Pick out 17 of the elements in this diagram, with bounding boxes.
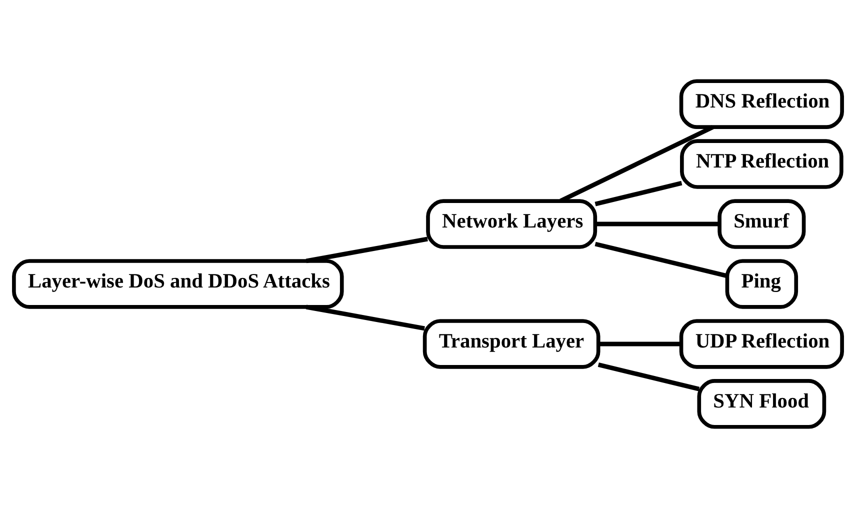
node-box: UDP Reflection bbox=[679, 318, 844, 368]
node-box: DNS Reflection bbox=[679, 78, 844, 128]
node-box: Ping bbox=[725, 258, 798, 308]
connector bbox=[594, 180, 682, 206]
connector bbox=[594, 241, 728, 278]
connector bbox=[306, 304, 425, 330]
connector bbox=[560, 124, 714, 202]
connector bbox=[595, 221, 720, 226]
node-box: Network Layers bbox=[426, 198, 598, 248]
node-box: Layer-wise DoS and DDoS Attacks bbox=[12, 258, 344, 308]
node-box: SYN Flood bbox=[697, 378, 826, 428]
connector bbox=[306, 236, 428, 263]
node-box: Smurf bbox=[718, 198, 806, 248]
node-box: Transport Layer bbox=[422, 318, 600, 368]
connector bbox=[598, 341, 682, 346]
node-box: NTP Reflection bbox=[680, 138, 844, 188]
connector bbox=[598, 362, 700, 391]
